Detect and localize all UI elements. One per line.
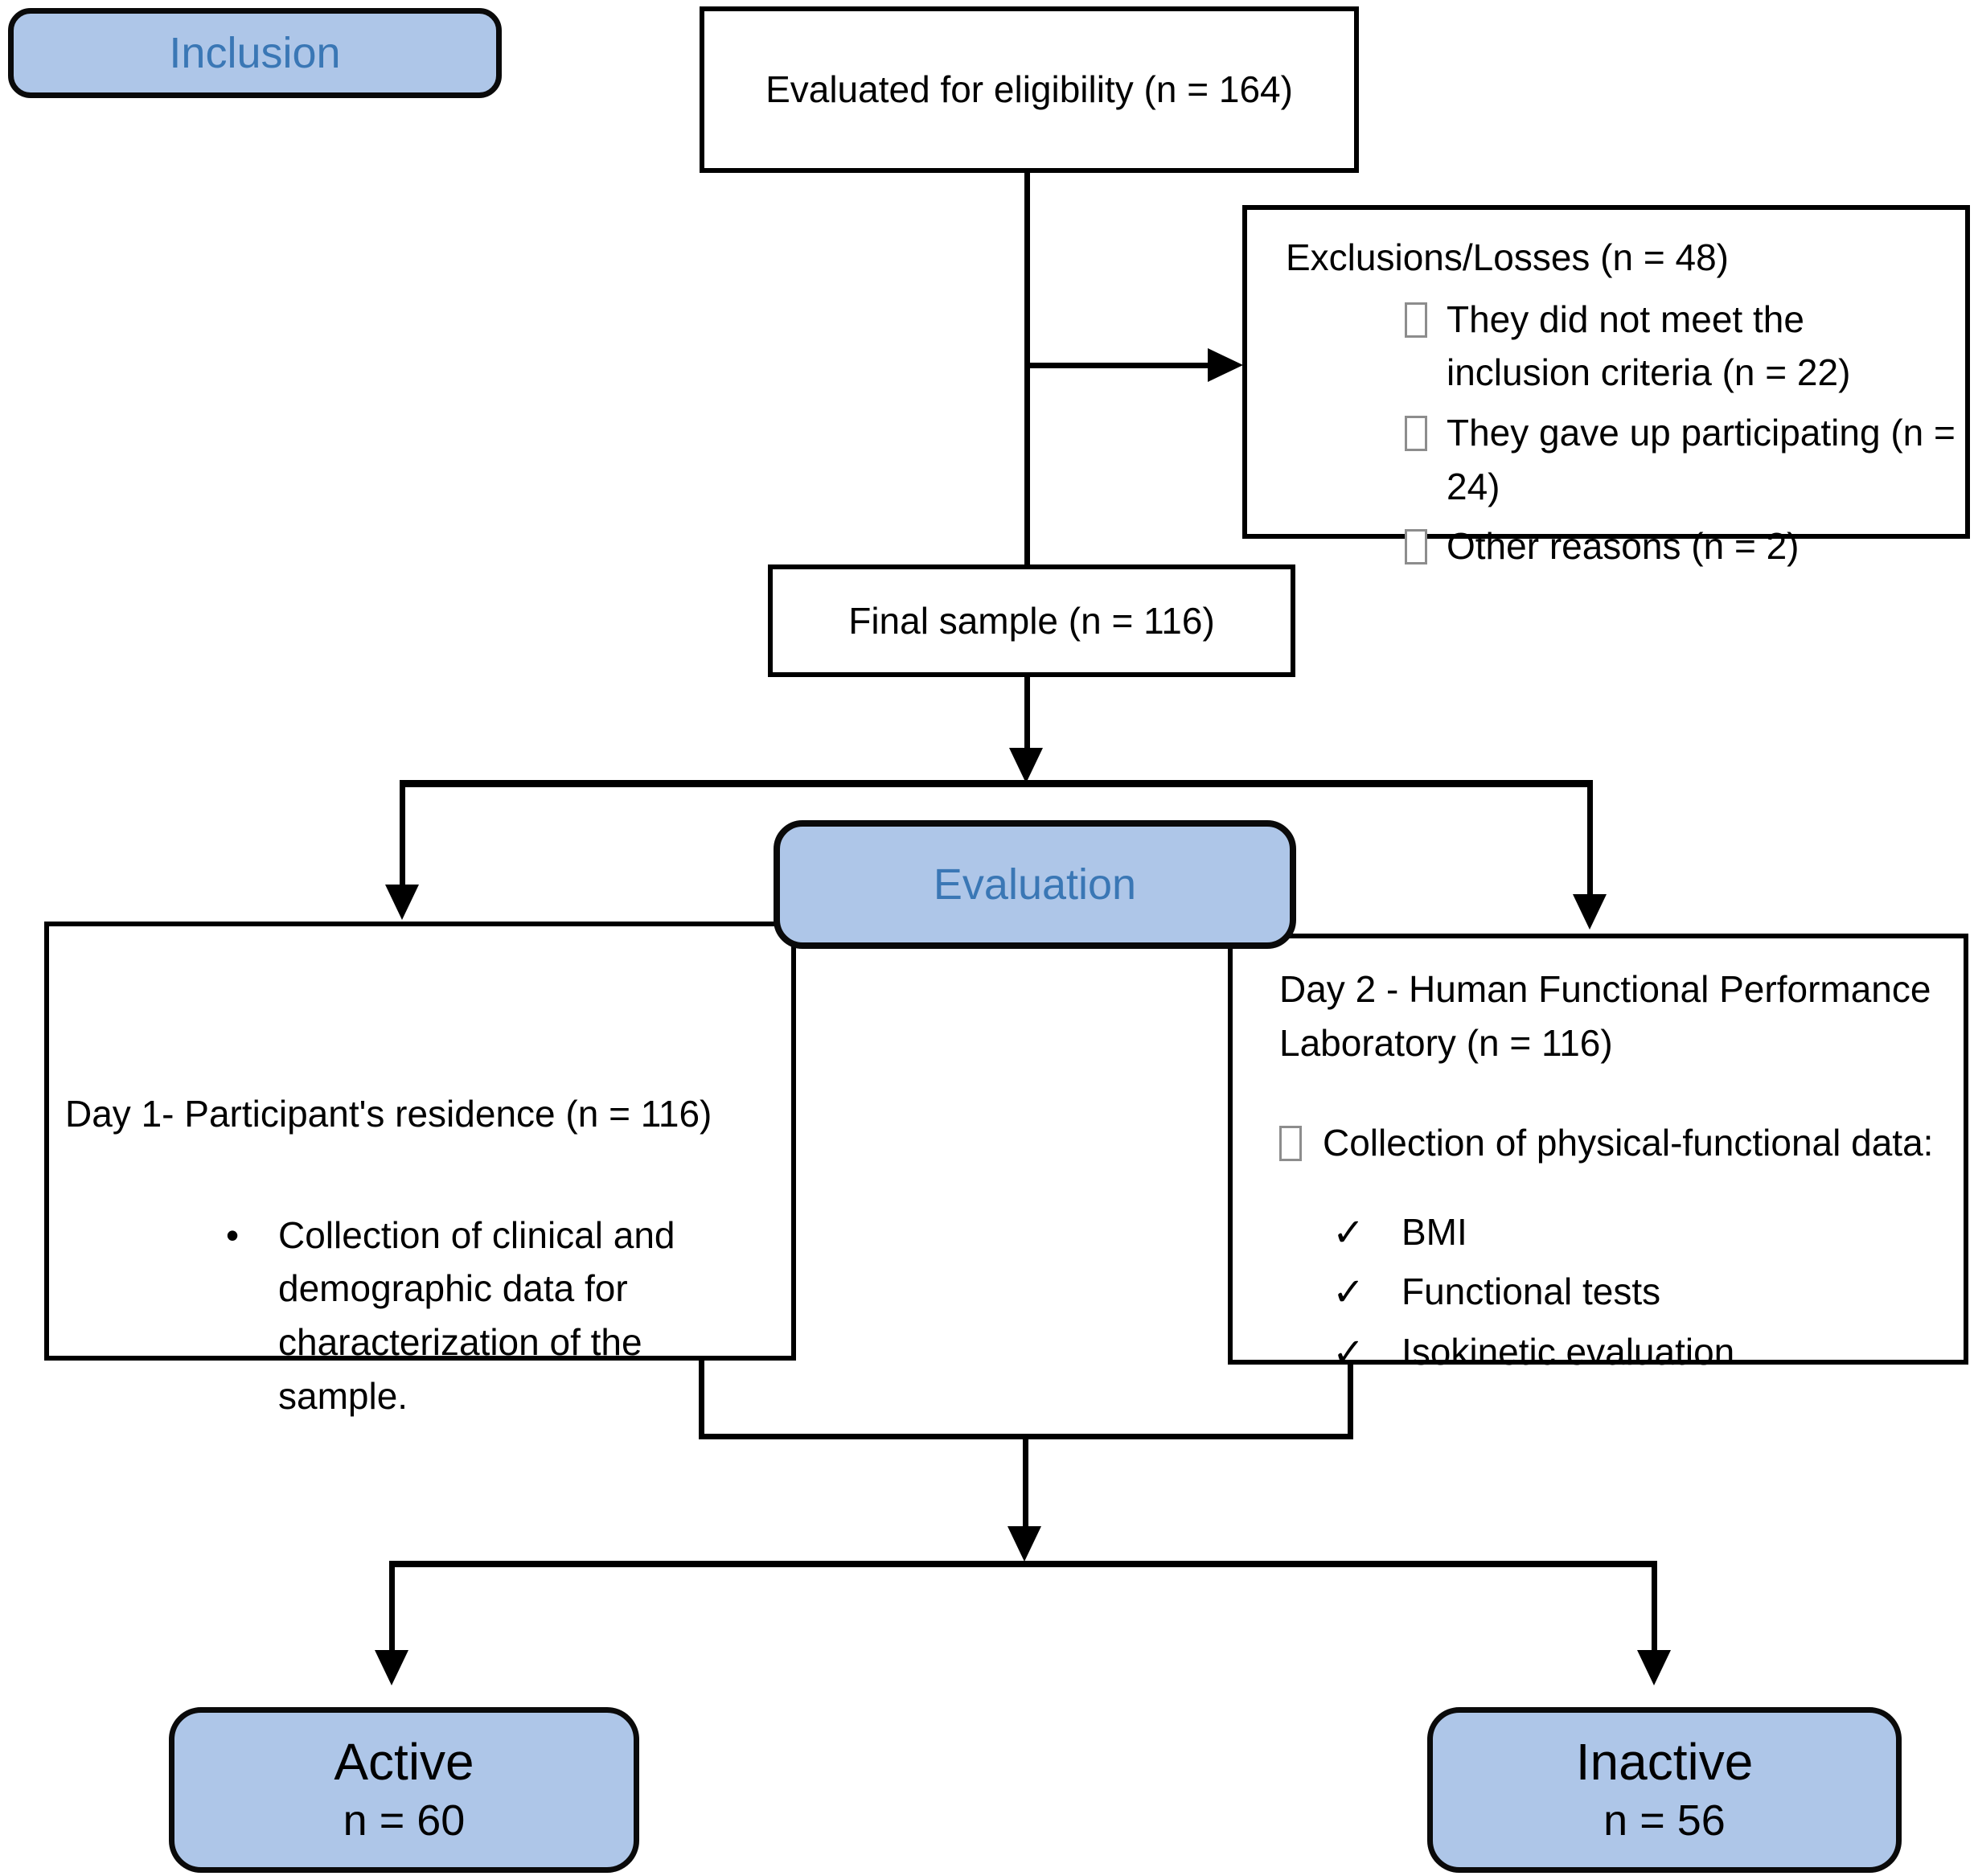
active-group-box: Active n = 60: [169, 1707, 639, 1873]
square-bullet-icon: [1405, 529, 1427, 565]
inclusion-stage-label: Inclusion: [8, 8, 502, 98]
day2-lead-text: Collection of physical-functional data:: [1323, 1122, 1934, 1164]
arrowhead-to-exclusions: [1208, 348, 1243, 382]
dot-bullet-icon: •: [226, 1213, 240, 1256]
evaluation-stage-text: Evaluation: [933, 860, 1137, 909]
exclusions-title: Exclusions/Losses (n = 48): [1286, 236, 1729, 278]
list-item: ✓ Isokinetic evaluation: [1332, 1324, 1947, 1383]
active-count: n = 60: [343, 1796, 466, 1845]
list-item: They did not meet the inclusion criteria…: [1405, 293, 1956, 400]
list-item: Other reasons (n = 2): [1405, 519, 1956, 573]
day1-box: Day 1- Participant's residence (n = 116)…: [44, 922, 796, 1417]
day2-title: Day 2 - Human Functional Performance Lab…: [1279, 968, 1931, 1064]
arrowhead-day1: [385, 885, 419, 920]
branch-line-evaluation: [400, 780, 1593, 787]
exclusion-reason: They did not meet the inclusion criteria…: [1447, 298, 1851, 394]
final-sample-box: Final sample (n = 116): [768, 564, 1295, 677]
check-icon: ✓: [1332, 1271, 1365, 1315]
check-icon: ✓: [1332, 1331, 1365, 1374]
day2-checklist: ✓ BMI ✓ Functional tests ✓ Isokinetic ev…: [1332, 1204, 1947, 1383]
active-title: Active: [334, 1732, 474, 1791]
drop-to-day1: [400, 780, 405, 886]
day2-item: BMI: [1401, 1211, 1467, 1254]
list-item: They gave up participating (n = 24): [1405, 406, 1956, 513]
exclusions-list: They did not meet the inclusion criteria…: [1405, 293, 1956, 573]
exclusion-reason: They gave up participating (n = 24): [1447, 412, 1956, 507]
day2-item: Isokinetic evaluation: [1401, 1330, 1735, 1373]
connector-merge-to-branch2: [1023, 1439, 1028, 1529]
evaluation-stage-label: Evaluation: [774, 820, 1296, 949]
arrowhead-merge-to-branch2: [1008, 1526, 1041, 1562]
arrowhead-active: [375, 1650, 408, 1685]
square-bullet-icon: [1405, 416, 1427, 452]
day2-box: Day 2 - Human Functional Performance Lab…: [1228, 934, 1968, 1374]
arrowhead-day2: [1573, 894, 1607, 930]
connector-eligibility-to-final: [1024, 171, 1030, 567]
exclusion-reason: Other reasons (n = 2): [1447, 525, 1800, 568]
connector-to-exclusions: [1024, 363, 1214, 368]
inclusion-stage-text: Inclusion: [169, 28, 341, 77]
drop-to-active: [389, 1567, 395, 1652]
connector-day2-down: [1348, 1363, 1353, 1439]
list-item: • Collection of clinical and demographic…: [226, 1209, 777, 1423]
connector-day1-down: [699, 1359, 704, 1439]
check-icon: ✓: [1332, 1212, 1365, 1255]
list-item: ✓ Functional tests: [1332, 1263, 1947, 1323]
eligibility-box: Evaluated for eligibility (n = 164): [700, 6, 1359, 173]
drop-to-inactive: [1652, 1567, 1657, 1652]
day2-item: Functional tests: [1401, 1271, 1661, 1313]
inactive-title: Inactive: [1575, 1732, 1754, 1791]
inactive-count: n = 56: [1603, 1796, 1726, 1845]
day1-item: Collection of clinical and demographic d…: [278, 1213, 675, 1417]
day1-title: Day 1- Participant's residence (n = 116): [65, 1093, 712, 1135]
branch-line-groups: [389, 1561, 1657, 1567]
list-item: ✓ BMI: [1332, 1204, 1947, 1263]
eligibility-text: Evaluated for eligibility (n = 164): [765, 68, 1293, 111]
merge-line: [699, 1434, 1353, 1439]
arrowhead-final-to-branch: [1009, 748, 1043, 783]
exclusions-box: Exclusions/Losses (n = 48) They did not …: [1242, 205, 1970, 567]
day2-lead-row: Collection of physical-functional data:: [1279, 1116, 1947, 1170]
square-bullet-icon: [1405, 302, 1427, 338]
inactive-group-box: Inactive n = 56: [1427, 1707, 1902, 1873]
drop-to-day2: [1587, 780, 1593, 897]
arrowhead-inactive: [1637, 1650, 1671, 1685]
connector-final-to-branch: [1024, 674, 1030, 753]
final-sample-text: Final sample (n = 116): [848, 599, 1215, 642]
square-bullet-icon: [1279, 1126, 1302, 1162]
